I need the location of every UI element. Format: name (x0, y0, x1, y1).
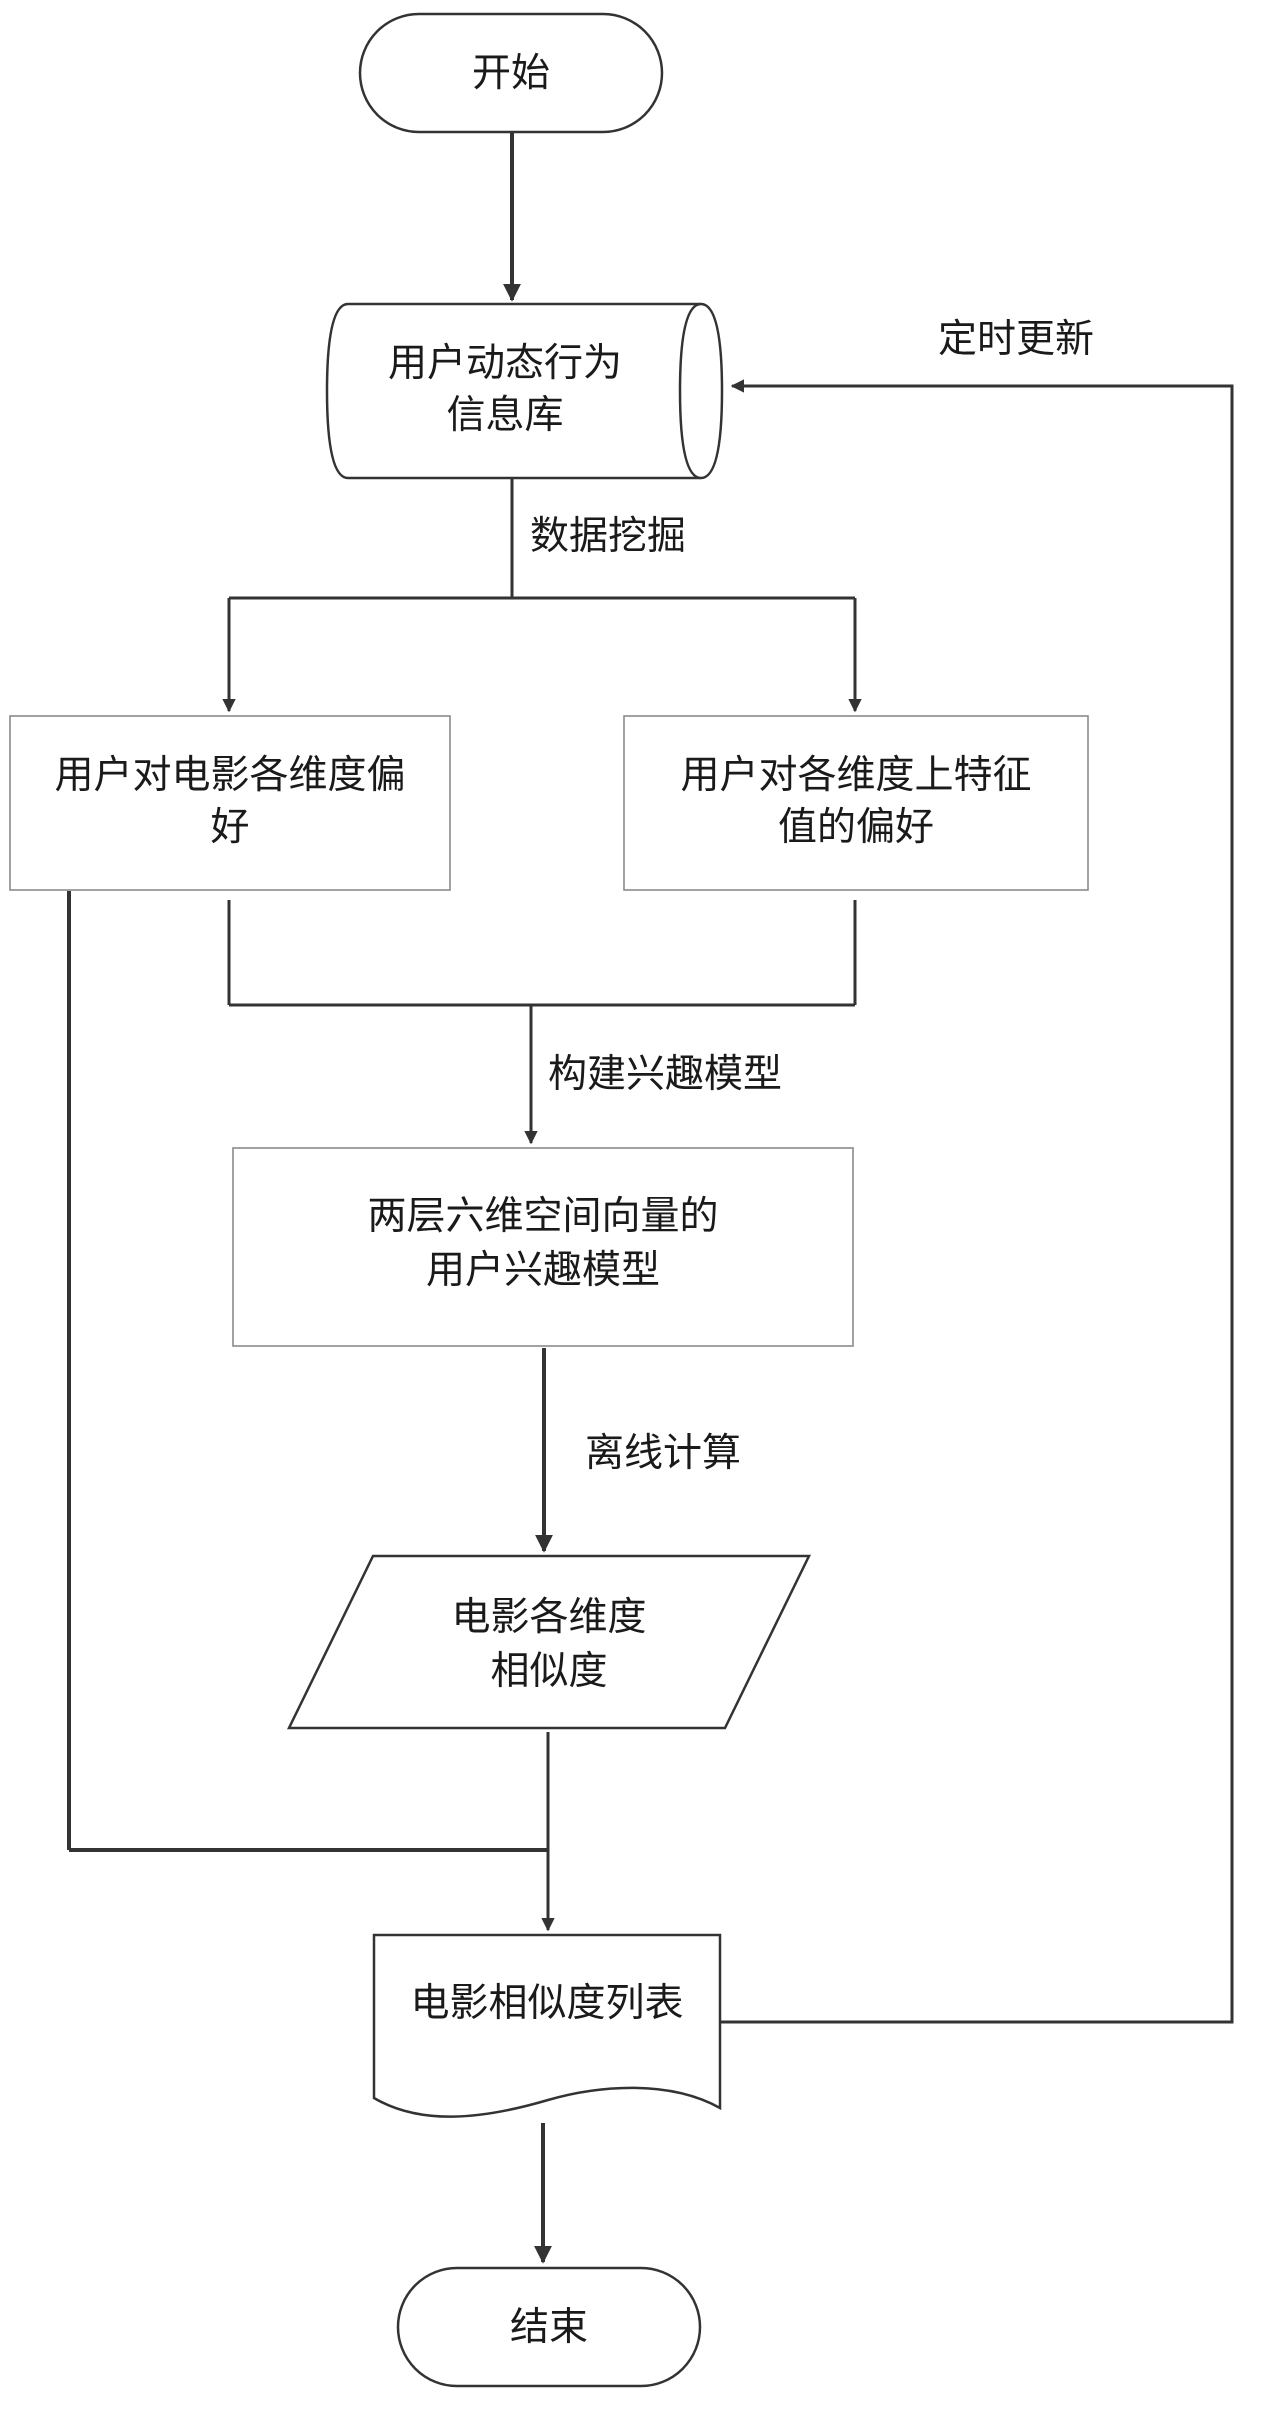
pref-feat-label-line1: 用户对各维度上特征 (680, 753, 1031, 798)
pref-feat-label-line2: 值的偏好 (778, 805, 934, 850)
end-node: 结束 (398, 2268, 700, 2386)
pref-dim-label-line1: 用户对电影各维度偏 (54, 753, 405, 798)
similarity-label-line1: 电影各维度 (451, 1595, 646, 1640)
pref-feat-node: 用户对各维度上特征 值的偏好 (624, 716, 1088, 890)
edge-label-build-model: 构建兴趣模型 (548, 1052, 782, 1097)
db-node: 用户动态行为 信息库 (327, 304, 722, 478)
end-label: 结束 (510, 2305, 588, 2350)
db-label-line2: 信息库 (446, 393, 563, 438)
db-label-line1: 用户动态行为 (388, 341, 622, 386)
pref-dim-label-line2: 好 (210, 805, 249, 850)
edge-label-offline: 离线计算 (585, 1431, 741, 1476)
list-node: 电影相似度列表 (374, 1935, 720, 2117)
list-label: 电影相似度列表 (410, 1981, 683, 2026)
model-label-line1: 两层六维空间向量的 (367, 1194, 718, 1239)
pref-dim-node: 用户对电影各维度偏 好 (10, 716, 450, 890)
edge-label-mining: 数据挖掘 (530, 514, 686, 559)
edge-label-update: 定时更新 (938, 317, 1094, 362)
start-node: 开始 (360, 14, 662, 132)
similarity-node: 电影各维度 相似度 (289, 1556, 809, 1728)
start-label: 开始 (472, 51, 550, 96)
similarity-label-line2: 相似度 (490, 1649, 607, 1694)
model-label-line2: 用户兴趣模型 (426, 1248, 660, 1293)
model-node: 两层六维空间向量的 用户兴趣模型 (233, 1148, 853, 1346)
